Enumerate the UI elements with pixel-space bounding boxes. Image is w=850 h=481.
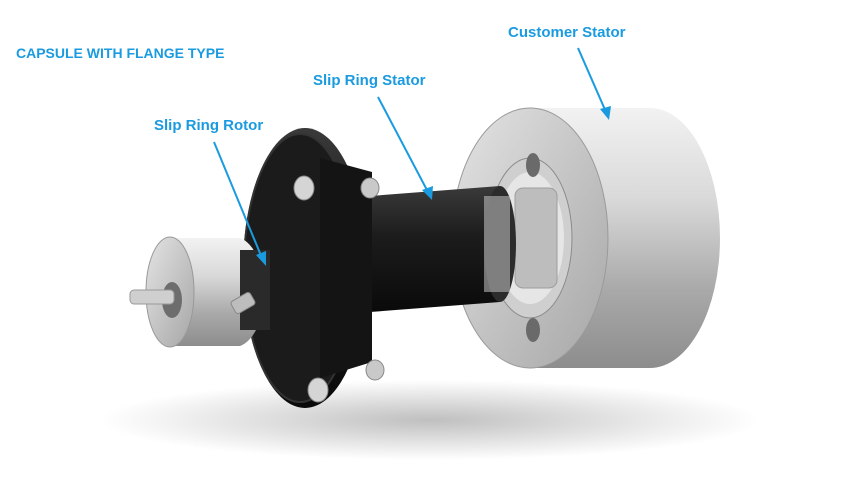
flange-part [243, 128, 385, 408]
arrow-rotor-head [256, 251, 266, 266]
pointer-arrows [213, 47, 611, 266]
slip-ring-stator-part [370, 186, 516, 312]
label-customer-stator: Customer Stator [508, 24, 626, 41]
arrow-customer-stator-head [600, 106, 611, 120]
arrow-slip-ring-stator [377, 96, 429, 193]
slip-ring-rotor-part [129, 236, 270, 348]
diagram-title: CAPSULE WITH FLANGE TYPE [16, 45, 225, 61]
label-slip-ring-rotor: Slip Ring Rotor [154, 117, 264, 134]
ground-shadow [100, 380, 760, 460]
arrow-rotor [213, 141, 263, 259]
arrow-slip-ring-stator-head [422, 186, 433, 200]
arrow-customer-stator [577, 47, 607, 113]
label-slip-ring-stator: Slip Ring Stator [313, 72, 426, 89]
